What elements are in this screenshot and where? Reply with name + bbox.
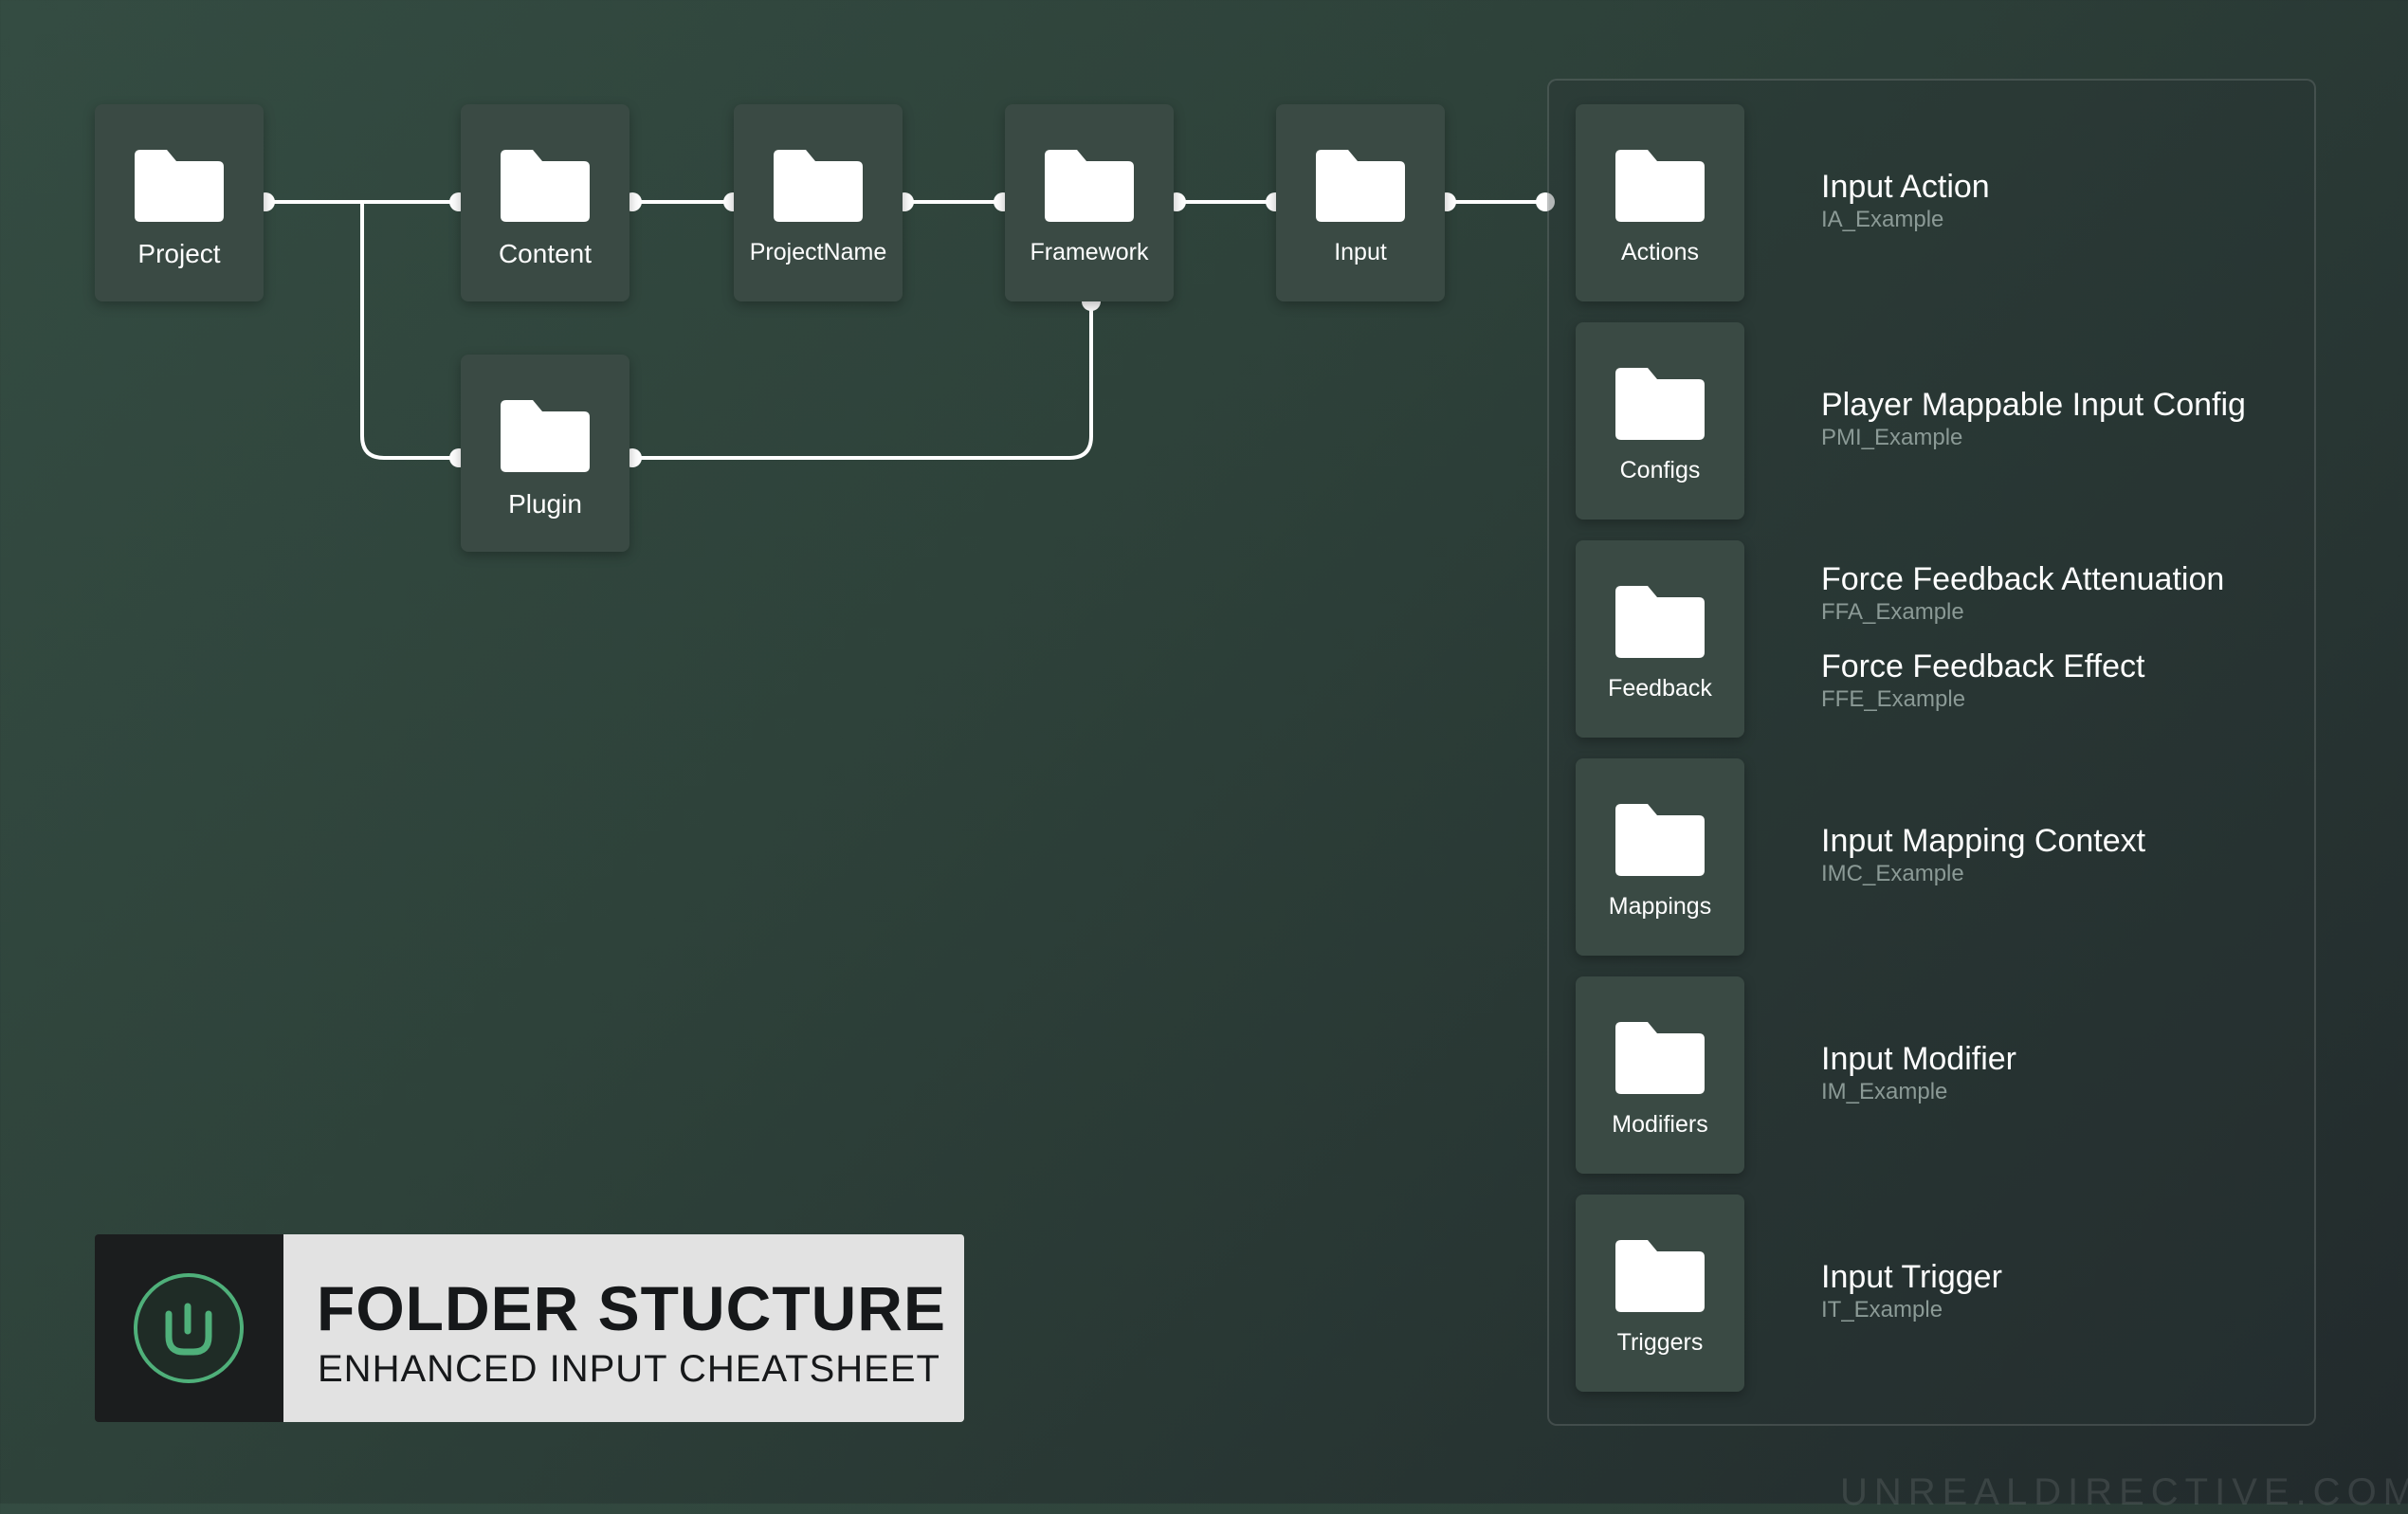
asset-example: IT_Example [1821,1297,1943,1322]
folder-label: Input [1334,239,1387,265]
cheatsheet-title: FOLDER STUCTURE [317,1273,946,1343]
asset-title: Input Modifier [1821,1041,2016,1077]
folder-framework: Framework [1005,104,1174,301]
asset-example: IMC_Example [1821,861,1964,886]
folder-input: Input [1276,104,1445,301]
title-block: FOLDER STUCTURE ENHANCED INPUT CHEATSHEE… [95,1234,964,1422]
folder-content: Content [461,104,629,301]
title-text-area: FOLDER STUCTURE ENHANCED INPUT CHEATSHEE… [283,1234,964,1422]
folder-configs: Configs [1576,322,1744,520]
folder-icon [1615,1022,1705,1094]
unreal-directive-logo-icon [134,1273,244,1383]
cheatsheet-subtitle: ENHANCED INPUT CHEATSHEET [318,1348,940,1390]
asset-title: Input Mapping Context [1821,823,2146,859]
folder-label: Project [137,239,221,268]
asset-example: FFA_Example [1821,599,1964,625]
asset-entry-ffa: Force Feedback Attenuation FFA_Example [1821,560,2224,627]
asset-title: Force Feedback Attenuation [1821,561,2225,597]
asset-example: IM_Example [1821,1079,1948,1104]
folder-plugin: Plugin [461,355,629,552]
folder-icon [1316,150,1405,222]
folder-triggers: Triggers [1576,1195,1744,1392]
asset-title: Force Feedback Effect [1821,648,2145,684]
folder-icon [135,150,224,222]
folder-icon [501,150,590,222]
folder-icon [1615,368,1705,440]
folder-project: Project [95,104,264,301]
folder-actions: Actions [1576,104,1744,301]
asset-entry-ffe: Force Feedback Effect FFE_Example [1821,648,2144,714]
asset-entry-trigger: Input Trigger IT_Example [1821,1258,2002,1324]
folder-label: Feedback [1608,675,1712,702]
asset-entry-pmi: Player Mappable Input Config PMI_Example [1821,386,2246,452]
asset-entry-imc: Input Mapping Context IMC_Example [1821,822,2145,888]
folder-label: Content [498,239,593,268]
folder-label: Framework [1030,239,1149,265]
asset-example: PMI_Example [1821,425,1963,450]
asset-title: Input Trigger [1821,1259,2002,1295]
folder-modifiers: Modifiers [1576,976,1744,1174]
asset-example: IA_Example [1821,207,1944,232]
logo-area [95,1234,283,1422]
folder-icon [1615,1240,1705,1312]
folder-label: Plugin [508,489,582,519]
asset-title: Player Mappable Input Config [1821,387,2246,423]
folder-icon [1045,150,1134,222]
asset-entry-input-action: Input Action IA_Example [1821,168,1990,234]
watermark: UNREALDIRECTIVE.COM [1839,1471,2408,1513]
folder-label: ProjectName [749,239,887,265]
folder-icon [774,150,863,222]
folder-label: Modifiers [1612,1111,1708,1138]
folder-feedback: Feedback [1576,540,1744,738]
folder-label: Triggers [1616,1329,1704,1356]
asset-title: Input Action [1821,169,1990,205]
folder-label: Mappings [1608,893,1712,920]
folder-projectname: ProjectName [734,104,903,301]
asset-example: FFE_Example [1821,686,1966,712]
folder-icon [1615,804,1705,876]
folder-icon [501,400,590,472]
folder-label: Actions [1621,239,1699,265]
folder-icon [1615,586,1705,658]
folder-mappings: Mappings [1576,758,1744,956]
asset-entry-modifier: Input Modifier IM_Example [1821,1040,2016,1106]
folder-label: Configs [1619,457,1701,483]
folder-icon [1615,150,1705,222]
